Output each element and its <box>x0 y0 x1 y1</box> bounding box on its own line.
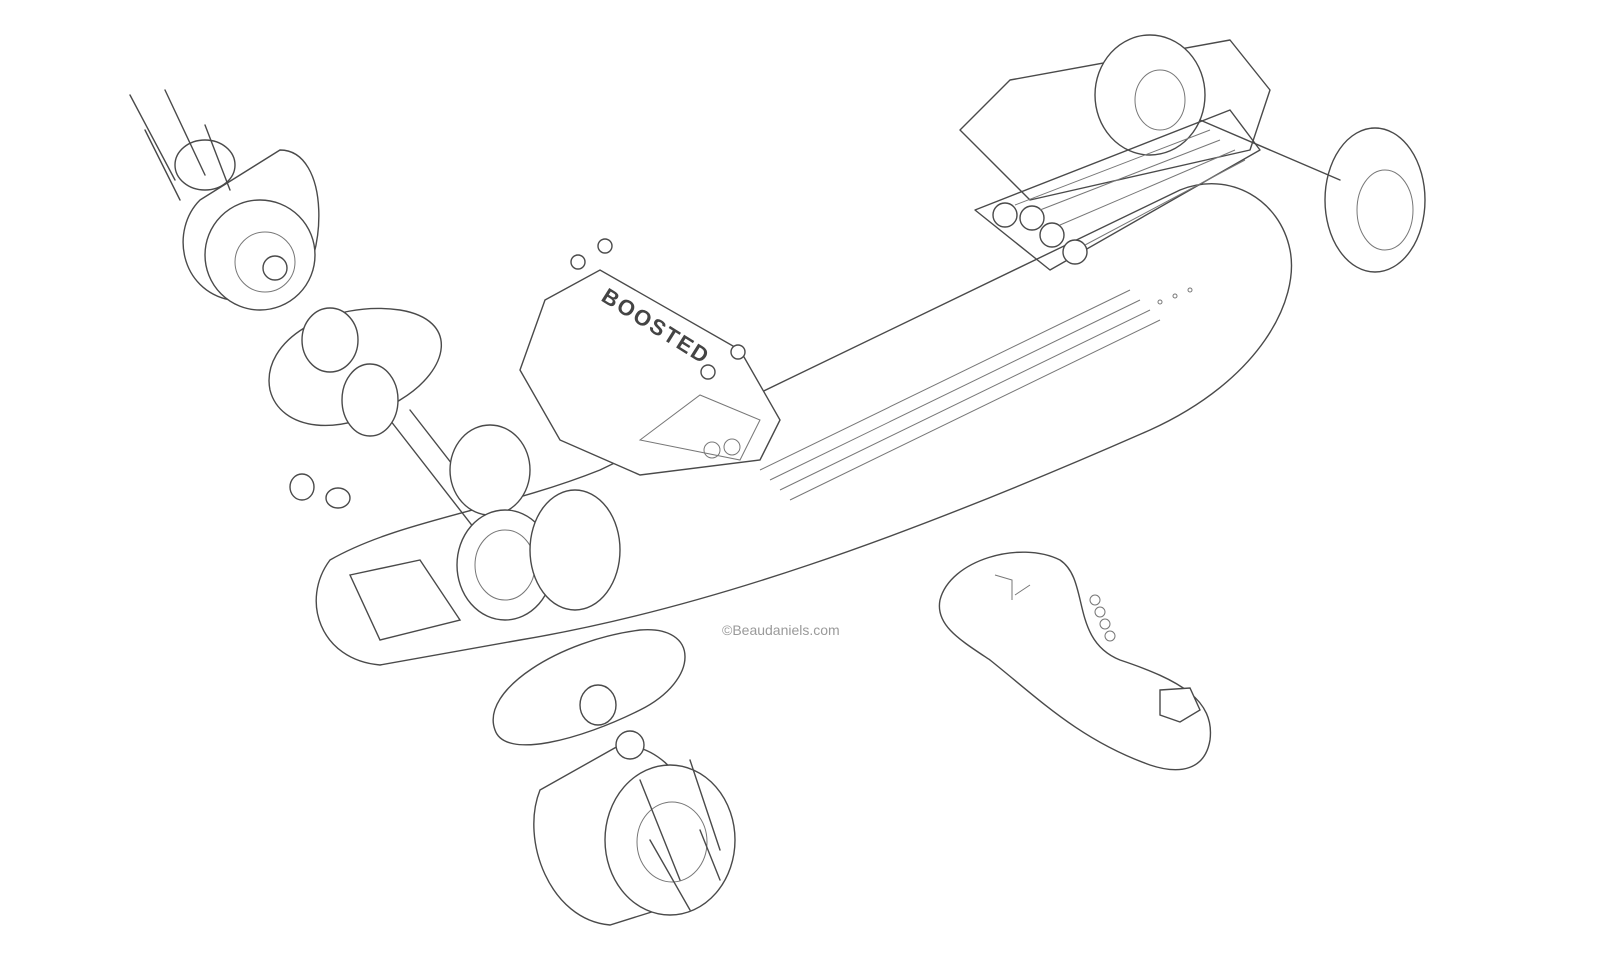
rear-wheel-bottom <box>533 730 736 926</box>
front-truck-assembly <box>959 34 1426 273</box>
motor-can <box>449 424 531 516</box>
rear-wheel-top <box>129 89 320 311</box>
battery-pack <box>974 109 1261 271</box>
remote-control <box>938 551 1212 771</box>
pulley <box>301 307 359 373</box>
screw <box>597 238 613 254</box>
skateboard-deck <box>315 183 1293 666</box>
motor-cover: BOOSTED <box>519 238 781 476</box>
motor <box>529 489 621 611</box>
front-wheel-right <box>1324 127 1426 273</box>
washer <box>325 487 351 509</box>
screw <box>570 254 586 270</box>
screw <box>700 364 716 380</box>
screw <box>730 344 746 360</box>
baseplate <box>348 559 462 641</box>
front-wheel-left <box>1094 34 1206 156</box>
rear-drive-assembly <box>268 307 686 746</box>
nut <box>289 473 315 501</box>
pulley <box>341 363 399 437</box>
copyright-credit: ©Beaudaniels.com <box>722 622 840 638</box>
